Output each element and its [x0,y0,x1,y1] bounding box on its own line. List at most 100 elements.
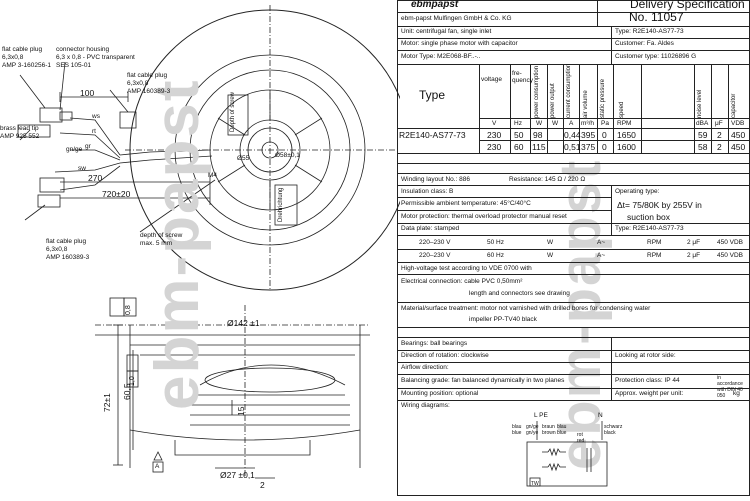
dim-m4: M4 [208,172,218,179]
row1-uf: 2 [717,130,722,140]
plate1-v: 220–230 V [419,239,451,246]
mounting-position: Mounting position: optional [401,390,479,397]
plate2-a: A~ [597,252,606,259]
wiring-tw: TW [531,481,539,487]
wire-color: schwarz black [604,424,623,436]
wire-label: ws [92,113,100,120]
row1-air: 395 [581,130,596,140]
weight-unit: kg [733,390,740,397]
row2-pa: 0 [602,142,607,152]
callout-brass-lead: brass lead tip AMP 925 552 [0,125,40,140]
callout-flat-plug-top: flat cable plug 6,3x0,8 AMP 3-160256-1 [2,46,52,69]
dim-720: 720±20 [102,189,131,199]
dim-d58: Ø58±0,1 [275,152,300,159]
wiring-n: N [598,412,603,419]
unit-w2: W [552,120,559,127]
unit-vdb: VDB [731,120,745,127]
dim-270: 270 [88,173,103,183]
row2-air: 375 [581,142,596,152]
col-capacitor: capacitor [731,93,737,118]
row1-db: 59 [698,130,708,140]
unit-a: A [569,120,574,127]
ambient-temperature: Permissible ambient temperature: 45°C/40… [401,200,531,207]
resistance: Resistance: 145 Ω / 220 Ω [509,176,586,183]
plate1-vdb: 450 VDB [717,239,744,246]
approx-weight: Approx. weight per unit: [615,390,684,397]
dim-d142: Ø142 ±1 [227,318,260,328]
motor-protection: Motor protection: thermal overload prote… [401,213,567,220]
callout-flat-plug-bottom: flat cable plug 6,3x0,8 AMP 160389-3 [46,238,90,261]
label-depth-of-screw: Depth of screw [230,91,236,132]
row1-hz: 50 [514,130,524,140]
plate2-v: 220–230 V [419,252,451,259]
tol-1-0: 1,0 [129,376,136,386]
technical-drawing: ebm-papst flat cable plug 6,3x0,8 AMP 3-… [0,5,411,490]
row2-w: 115 [532,142,546,152]
rotor-side: Looking at rotor side: [615,352,676,359]
data-plate-type: Type: R2E140-AS77-73 [615,225,684,232]
plate1-uf: 2 μF [687,239,701,246]
wiring-schematic [526,421,608,487]
type-header: Type [419,88,446,102]
row2-hz: 60 [514,142,524,152]
unit-hz: Hz [514,120,522,127]
data-plate: Data plate: stamped [401,225,460,232]
col-static-pressure: static pressure [600,78,606,118]
row2-db: 58 [698,142,708,152]
plate2-vdb: 450 VDB [717,252,744,259]
plate1-a: A~ [597,239,606,246]
electrical-connection-2: length and connectors see drawing [469,290,570,297]
suction-box: suction box [627,212,670,222]
unit-dba: dBA [696,120,709,127]
dim-15: 15 [236,406,246,416]
sheet-title: Delivery Specification [630,0,745,11]
row2-v: 230 [487,142,502,152]
wire-color: braun brown [542,424,556,436]
unit-w1: W [536,120,543,127]
plate1-hz: 50 Hz [487,239,504,246]
dim-2: 2 [260,480,265,490]
dim-d55: Ø55 [237,155,250,162]
wire-label: gn/ge [66,146,83,153]
dim-100: 100 [80,88,95,98]
wiring-diagrams: Wiring diagrams: [401,402,450,409]
delivery-specification: ebm-papst ebmpapst Delivery Specificatio… [397,0,750,496]
plate2-uf: 2 μF [687,252,701,259]
unit-pa: Pa [601,120,609,127]
row2-rpm: 1600 [617,142,636,152]
plate1-rpm: RPM [647,239,662,246]
operating-type: Operating type: [615,188,660,195]
col-voltage: voltage [481,76,502,83]
brand-logo: ebmpapst [411,0,459,10]
unit-v: V [492,120,497,127]
company-name: ebm-papst Mulfingen GmbH & Co. KG [401,15,512,22]
unit-m3h: m³/h [581,120,594,127]
row-motor: Motor: single phase motor with capacitor [401,40,518,47]
balancing-grade: Balancing grade: fan balanced dynamicall… [401,377,565,384]
row-type: Type: R2E140-AS77-73 [615,28,684,35]
wire-color: rot red [577,432,585,444]
plate1-w: W [547,239,554,246]
hv-test: High-voltage test according to VDE 0700 … [401,265,532,272]
row-unit: Unit: centrifugal fan, single inlet [401,28,492,35]
dim-d27: Ø27 ±0,1 [220,470,255,480]
electrical-connection: Electrical connection: cable PVC 0,50mm² [401,278,523,285]
wiring-diagram: L PE N blau blue gn/ge gn/ye braun brown… [512,412,622,492]
row1-w: 98 [533,130,543,140]
wire-label: gr [85,143,91,150]
protection-class: Protection class: IP 44 [615,377,680,384]
plate2-hz: 60 Hz [487,252,504,259]
col-speed: speed [619,101,625,118]
insulation-class: Insulation class: B [401,188,454,195]
wire-color: gn/ge gn/ye [526,424,539,436]
plate2-w: W [547,252,554,259]
spec-number: No. 11057 [629,10,684,24]
row1-v: 230 [487,130,502,140]
col-noise-level: noise level [697,89,703,118]
tol-0-8: 0,8 [125,305,132,315]
bearings: Bearings: ball bearings [401,340,468,347]
row1-vdb: 450 [731,130,746,140]
drawing-canvas [17,5,411,479]
row1-type: R2E140-AS77-73 [399,130,466,140]
unit-uf: μF [715,120,723,127]
